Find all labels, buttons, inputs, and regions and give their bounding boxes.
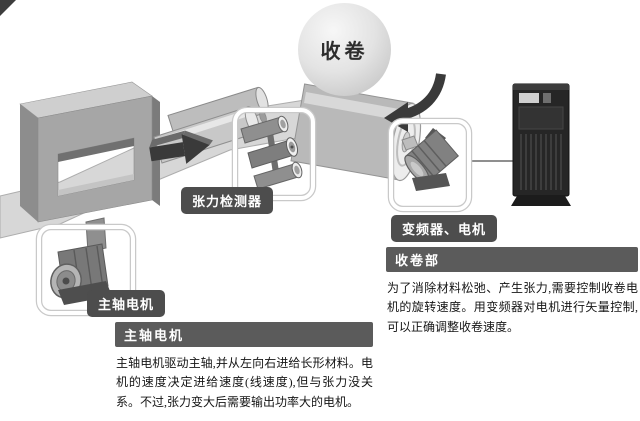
section-winding-body: 为了消除材料松弛、产生张力,需要控制收卷电机的旋转速度。用变频器对电机进行矢量控… [387,281,638,334]
press-machine [19,81,160,223]
label-inverter-motor: 变频器、电机 [391,215,498,242]
label-spindle-motor: 主轴电机 [87,290,166,317]
rotation-arrow-icon [384,73,446,132]
label-tension-detector: 张力检测器 [181,187,274,214]
section-spindle-title: 主轴电机 [115,322,373,347]
section-winding-title: 收卷部 [386,247,638,272]
section-spindle-body: 主轴电机驱动主轴,并从左向右进给长形材料。电机的速度决定进给速度(线速度),但与… [116,356,373,409]
callout-frame-tension [231,106,317,202]
tension-detector-rollers [240,115,303,190]
corner-mark-icon [0,0,16,16]
winding-bubble-label: 收卷 [320,41,369,63]
winding-bubble: 收卷 [298,3,391,96]
spindle-motor-figure [50,217,112,305]
callout-frame-spindle [35,223,137,317]
section-spindle: 主轴电机 主轴电机驱动主轴,并从左向右进给长形材料。电机的速度决定进给速度(线速… [115,322,373,412]
control-cabinet [511,83,571,206]
section-winding: 收卷部 为了消除材料松弛、产生张力,需要控制收卷电机的旋转速度。用变频器对电机进… [386,247,638,337]
callout-frame-inverter [387,117,473,213]
inverter-motor-figure [401,128,460,191]
flow-arrow-icon [149,130,213,164]
